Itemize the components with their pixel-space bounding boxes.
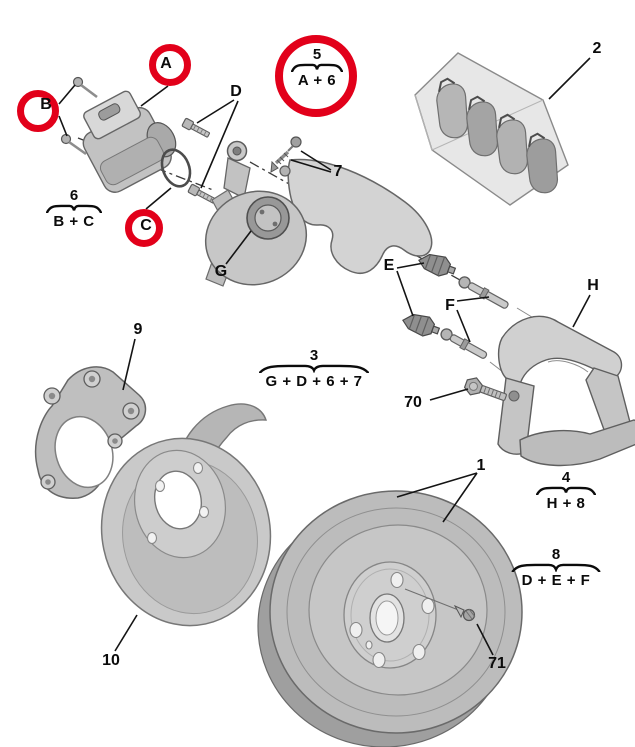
callout-number-70: 70 [404, 394, 422, 411]
kit-formula: B + C [53, 213, 95, 230]
highlight-ring-c [125, 209, 163, 247]
highlight-ring-a [149, 44, 191, 86]
anchor-plate-drawing [34, 366, 147, 499]
brace-icon [258, 364, 370, 373]
leader-lines [58, 57, 591, 656]
callout-letter-h: H [587, 277, 599, 294]
kit-label-4-h8: 4 H + 8 [533, 470, 599, 511]
kit-label-8-def: 8 D + E + F [509, 547, 603, 588]
parking-brake-actuator-drawing [82, 90, 177, 193]
kit-number: 8 [551, 546, 561, 563]
callout-number-71: 71 [488, 655, 506, 672]
brake-pads-box-drawing [414, 52, 569, 206]
callout-letter-d: D [230, 83, 242, 100]
highlight-ring-b [17, 90, 59, 132]
kit-formula: G + D + 6 + 7 [265, 373, 363, 390]
brace-icon [291, 63, 343, 72]
kit-label-6-bc: 6 B + C [44, 188, 104, 229]
kit-label-3-gd67: 3 G + D + 6 + 7 [256, 348, 372, 389]
guide-boots-drawing [402, 253, 457, 337]
actuator-screws-drawing [60, 76, 98, 156]
kit-number: 6 [69, 187, 79, 204]
brake-disc-drawing [257, 490, 523, 747]
caliper-bracket-drawing [497, 315, 635, 467]
caliper-bolts-drawing [181, 117, 216, 204]
highlight-ring-group-5 [275, 35, 357, 117]
callout-number-2: 2 [592, 40, 602, 57]
callout-number-10: 10 [102, 652, 120, 669]
kit-formula: H + 8 [546, 495, 586, 512]
kit-number: 5 [312, 46, 322, 63]
callout-letter-a: A [160, 55, 172, 72]
brake-caliper-drawing [204, 140, 433, 287]
callout-letter-e: E [383, 257, 395, 274]
kit-label-5-a6: 5 A + 6 [284, 47, 350, 88]
brace-icon [536, 486, 596, 495]
bracket-bolt-drawing [463, 377, 507, 401]
kit-formula: D + E + F [521, 572, 591, 589]
brace-icon [511, 563, 601, 572]
kit-number: 4 [561, 469, 571, 486]
hub-screw-drawing [404, 588, 476, 622]
kit-formula: A + 6 [297, 72, 337, 89]
callout-letter-b: B [40, 96, 52, 113]
callout-number-7: 7 [333, 163, 343, 180]
dust-shield-drawing [100, 403, 272, 627]
callout-number-9: 9 [133, 321, 143, 338]
bleed-screw-drawing [270, 136, 302, 173]
callout-number-1: 1 [476, 457, 486, 474]
o-ring-drawing [160, 148, 192, 188]
callout-letter-f: F [445, 297, 455, 314]
kit-number: 3 [309, 347, 319, 364]
brace-icon [46, 204, 102, 213]
callout-letter-c: C [140, 217, 152, 234]
callout-letter-g: G [214, 263, 228, 280]
